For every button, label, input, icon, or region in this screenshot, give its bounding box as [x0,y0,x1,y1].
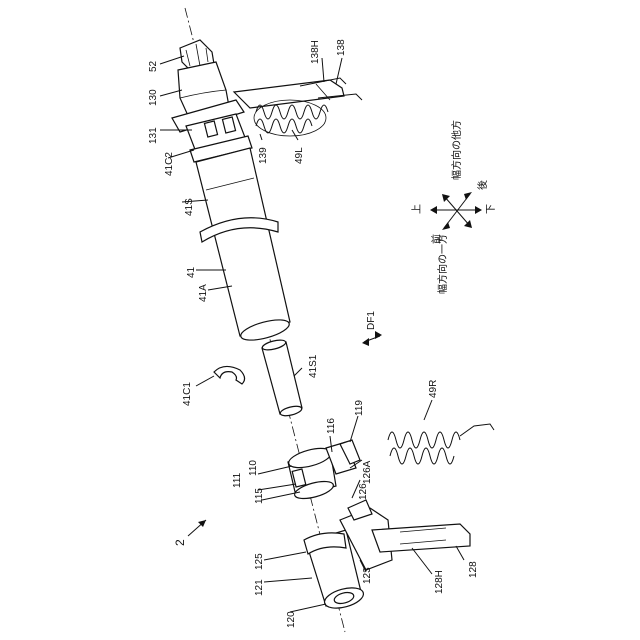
dir-width-one: 幅方向の一方 [436,234,449,294]
label-116: 116 [326,418,337,434]
label-DF1: DF1 [366,311,377,330]
label-139: 139 [258,147,269,164]
label-110: 110 [248,460,259,476]
label-49R: 49R [428,380,439,398]
label-52: 52 [148,60,159,72]
shaft-41 [196,148,291,344]
clip-41C1 [214,366,245,384]
label-126A: 126A [362,460,373,484]
figure-number: 2 [173,539,187,546]
label-138H: 138H [310,40,321,64]
label-126: 126 [358,483,369,500]
label-41C2: 41C2 [164,152,175,176]
label-130: 130 [148,89,159,106]
label-111: 111 [232,472,243,488]
label-128H: 128H [434,570,445,594]
df1-arrow [362,331,382,346]
dir-width-other: 幅方向の他方 [450,120,463,180]
spring-49L [254,100,328,136]
spring-49R [388,424,494,464]
dir-down: 下 [486,204,497,214]
label-128: 128 [468,561,479,578]
pin-41S1 [261,338,302,417]
figure-pointer-arrow [188,520,206,536]
label-49L: 49L [294,147,305,164]
label-125: 125 [254,553,265,570]
label-41S: 41S [184,198,195,216]
label-41A: 41A [198,284,209,302]
label-131: 131 [148,127,159,144]
label-41: 41 [186,266,197,278]
dir-up: 上 [411,204,423,214]
label-121: 121 [254,579,265,596]
label-41C1: 41C1 [182,382,193,406]
label-41S1: 41S1 [308,354,319,378]
label-119: 119 [354,400,365,416]
dir-back: 後 [476,180,489,190]
lever-128 [340,500,470,570]
direction-compass [430,192,482,230]
label-138: 138 [336,39,347,56]
label-120: 120 [286,611,297,628]
label-123: 123 [362,567,373,584]
label-115: 115 [254,488,265,504]
lever-138 [234,78,362,108]
